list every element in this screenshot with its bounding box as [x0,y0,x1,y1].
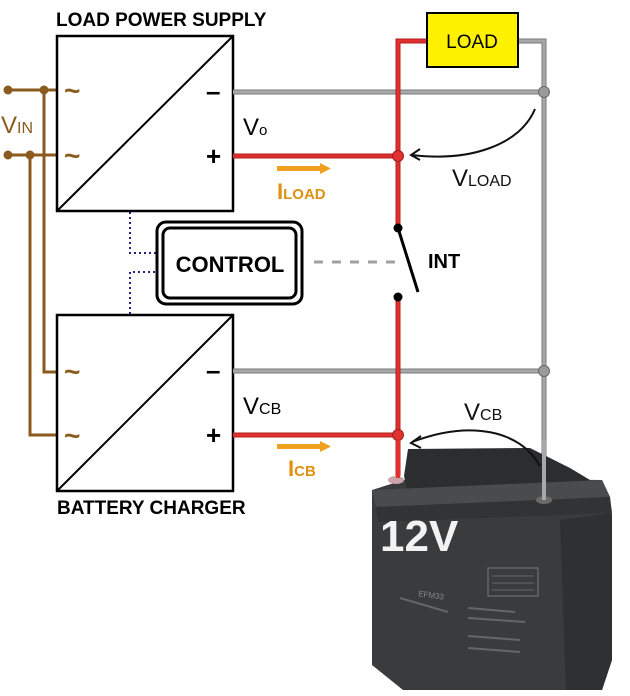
iload-label: ILOAD [277,179,326,204]
battery-charger-box [55,313,235,493]
minus-symbol-bc: – [206,355,220,385]
plus-symbol-bc: + [206,420,221,450]
control-box [155,220,304,306]
battery-12v [372,448,612,690]
iload-arrow [277,163,331,174]
load-label: LOAD [446,32,498,53]
negative-wires-inner [233,39,546,500]
vcb-left-label: VCB [243,393,281,420]
battery-voltage-label: 12V [380,512,459,561]
icb-arrow [277,441,331,452]
ac-symbol-bc-1: ~ [64,356,80,387]
load-power-supply-box [55,34,235,213]
icb-label: ICB [288,456,316,481]
vload-label: VLOAD [452,165,512,192]
ac-symbol-bc-2: ~ [64,420,80,451]
vcb-right-label: VCB [464,399,502,426]
load-power-supply-title: LOAD POWER SUPPLY [56,10,267,31]
vin-label: VIN [1,112,33,139]
vcb-arrow [409,429,541,467]
minus-symbol-lps: – [206,76,220,106]
ac-input-wires [8,88,58,437]
plus-symbol-lps: + [206,141,221,171]
ac-symbol-lps-1: ~ [64,75,80,106]
vo-label: Vo [243,114,267,141]
vload-arrow [409,108,536,161]
ac-symbol-lps-2: ~ [64,140,80,171]
battery-model-label: EFM33 [418,589,445,602]
battery-charger-title: BATTERY CHARGER [57,498,246,519]
int-label: INT [428,251,460,273]
int-switch [393,223,420,302]
control-links [129,212,158,314]
load-box [426,12,519,68]
control-label: CONTROL [176,252,285,277]
ac-input-nodes [3,85,49,160]
junction-nodes [392,86,550,441]
